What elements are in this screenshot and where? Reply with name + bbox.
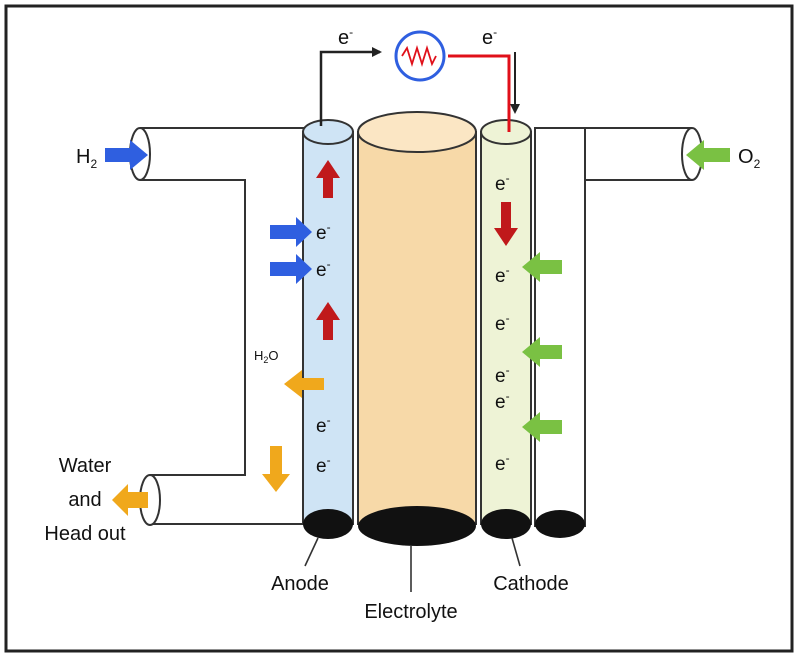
label-leader-lines	[304, 537, 521, 592]
o2-arrow-icon	[522, 337, 562, 367]
wire-to-load	[319, 47, 382, 126]
oxygen-arrows	[522, 140, 730, 442]
wire-from-load	[448, 54, 511, 132]
exhaust-label-line2: and	[68, 489, 101, 511]
circuit-electron-left: e-	[338, 25, 353, 49]
hydrogen-arrows	[105, 140, 312, 284]
o2-arrow-icon	[522, 412, 562, 442]
anode-electron: e-	[316, 413, 331, 437]
anode-electron: e-	[316, 453, 331, 477]
h2-arrow-icon	[270, 254, 312, 284]
water-out-arrow-icon	[284, 370, 324, 398]
circuit-electron-right: e-	[482, 25, 497, 49]
electrolyte-column	[357, 111, 477, 546]
cathode-electron: e-	[495, 311, 510, 335]
anode-up-arrow-icon	[316, 160, 340, 198]
o2-label: O2	[738, 146, 761, 171]
h2-arrow-icon	[270, 217, 312, 247]
water-outlet-pipe	[139, 474, 305, 526]
water-arrows	[112, 370, 324, 516]
exhaust-label-line3: Head out	[44, 523, 126, 545]
outer-column-right	[534, 127, 586, 538]
exhaust-label-line1: Water	[59, 455, 112, 477]
water-formula-label: H2O	[254, 348, 279, 365]
cathode-electron: e-	[495, 171, 510, 195]
h2-label: H2	[76, 146, 97, 171]
cathode-electron: e-	[495, 363, 510, 387]
electrolyte-label: Electrolyte	[364, 601, 457, 623]
cathode-electron: e-	[495, 263, 510, 287]
water-exit-arrow-icon	[112, 484, 148, 516]
electron-flow-arrows	[316, 160, 518, 340]
anode-electron: e-	[316, 257, 331, 281]
anode-electron: e-	[316, 220, 331, 244]
cathode-electron: e-	[495, 451, 510, 475]
external-circuit	[319, 30, 520, 132]
cathode-label: Cathode	[493, 573, 569, 595]
cathode-column	[480, 119, 532, 539]
anode-label: Anode	[271, 573, 329, 595]
cathode-electron: e-	[495, 389, 510, 413]
h2-inlet-arrow-icon	[105, 140, 148, 170]
cathode-down-arrow-icon	[494, 202, 518, 246]
water-down-arrow-icon	[262, 446, 290, 492]
o2-inlet-arrow-icon	[686, 140, 730, 170]
anode-up-arrow-icon	[316, 302, 340, 340]
o2-arrow-icon	[522, 252, 562, 282]
